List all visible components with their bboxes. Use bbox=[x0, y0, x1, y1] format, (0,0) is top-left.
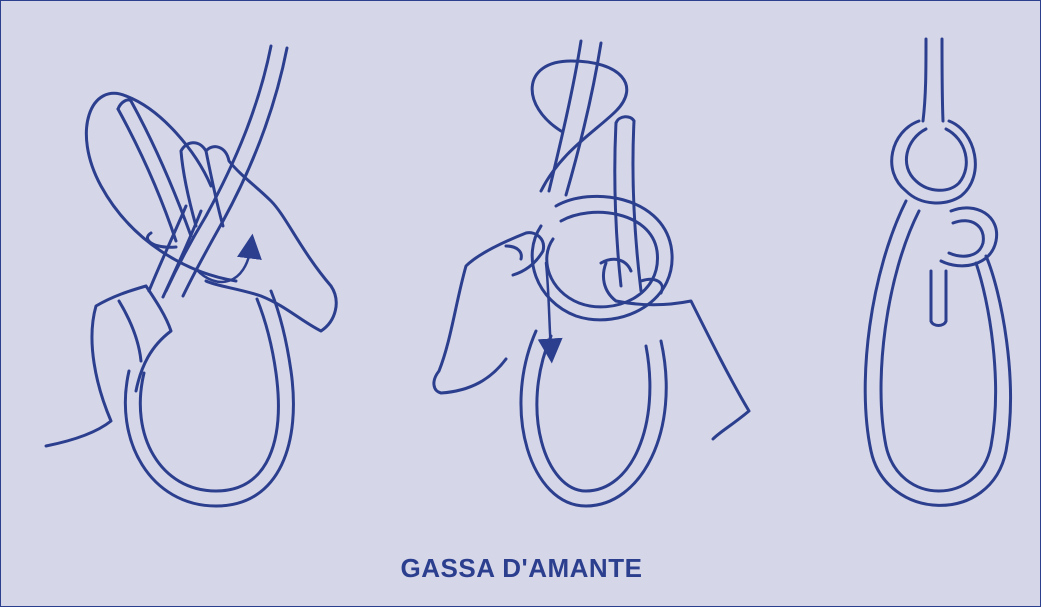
step-1-figure bbox=[46, 46, 336, 506]
diagram-title: GASSA D'AMANTE bbox=[1, 553, 1041, 584]
bottom-loop-rope-3 bbox=[865, 201, 1010, 505]
step-3-figure bbox=[865, 39, 1010, 505]
lower-hand bbox=[46, 286, 171, 446]
standing-part-rope-3 bbox=[923, 39, 943, 121]
tail-end-rope bbox=[931, 271, 946, 326]
step-2-figure bbox=[434, 41, 749, 506]
left-hand-2 bbox=[434, 233, 544, 393]
bottom-loop-rope-2 bbox=[521, 331, 666, 506]
middle-loop-rope bbox=[532, 196, 672, 320]
rotation-arrow bbox=[196, 246, 251, 282]
right-hand-2 bbox=[601, 259, 749, 439]
bottom-loop-rope bbox=[125, 291, 293, 506]
top-bulb-loop bbox=[532, 61, 627, 191]
